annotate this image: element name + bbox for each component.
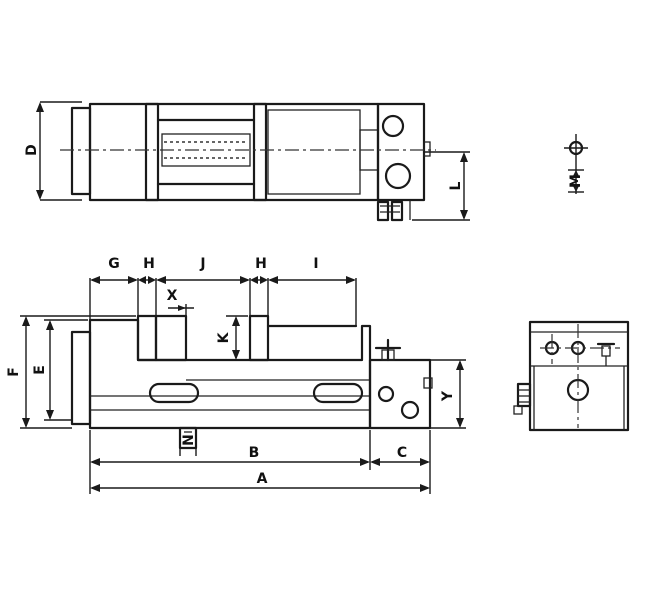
dim-label-m: M [568,174,584,188]
dim-label-i: I [313,256,318,272]
side-view [513,320,630,432]
dim-label-j: J [199,256,205,272]
detail-m-view: M [564,134,588,194]
dim-label-k: K [216,331,232,343]
dim-label-c: C [397,445,407,461]
dim-label-g: G [108,256,120,272]
top-view: D L [24,101,470,222]
dim-label-n: N [181,434,197,446]
dim-label-l: L [448,181,464,190]
front-view: G H J H I X K [6,256,466,494]
dim-label-y: Y [440,390,456,402]
dim-label-a: A [257,471,268,487]
dim-label-h-right: H [255,256,267,272]
dim-label-e: E [32,365,48,375]
dim-label-f: F [6,367,22,377]
dim-label-h-left: H [143,256,155,272]
dim-label-d: D [24,144,40,156]
dim-label-b: B [249,445,260,461]
dim-label-x: X [167,288,178,304]
